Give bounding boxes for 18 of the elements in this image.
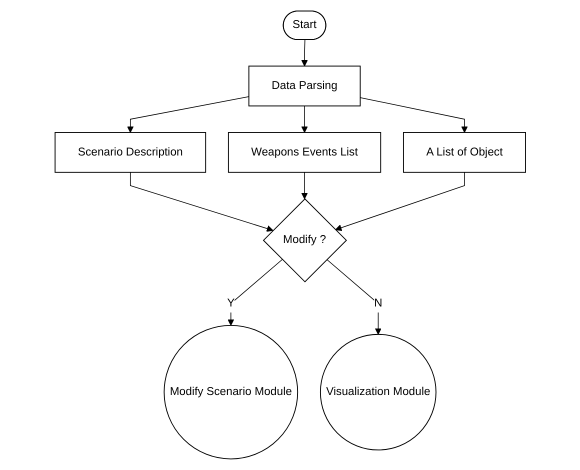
node-box: Scenario Description	[54, 132, 206, 173]
edge-label: Y	[226, 296, 234, 310]
node-box: A List of Object	[402, 132, 526, 173]
node-box: Data Parsing	[248, 66, 360, 106]
arrow	[300, 172, 308, 200]
arrow	[360, 97, 468, 133]
arrow	[227, 259, 282, 326]
node-circle: Modify Scenario Module	[163, 324, 298, 460]
node-circle: Visualization Module	[320, 334, 436, 450]
arrow	[300, 106, 308, 133]
node-box: Weapons Events List	[228, 132, 381, 173]
arrow	[326, 259, 382, 335]
arrow	[126, 96, 249, 133]
arrow	[300, 40, 308, 66]
edge-label: N	[374, 296, 382, 310]
arrow	[130, 172, 273, 232]
arrow	[334, 172, 465, 231]
node-diamond: Modify ?	[262, 198, 347, 282]
